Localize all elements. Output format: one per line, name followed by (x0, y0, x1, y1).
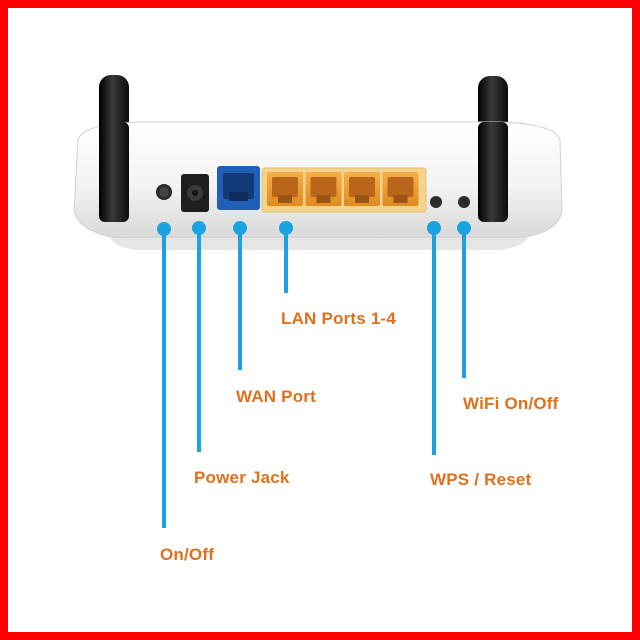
lan-port-4 (382, 172, 419, 206)
callout-lan-ports (279, 221, 293, 293)
callout-on-off (157, 222, 171, 528)
callout-wps-reset (427, 221, 441, 455)
on-off-button (156, 184, 172, 200)
lan-port-1 (267, 172, 303, 206)
label-lan-ports: LAN Ports 1-4 (281, 309, 397, 328)
label-wps-reset: WPS / Reset (430, 470, 532, 489)
wifi-on-off-button (458, 196, 470, 208)
wan-port (217, 166, 260, 210)
label-on-off: On/Off (160, 545, 215, 564)
power-jack (181, 174, 209, 212)
callout-wifi-on-off (457, 221, 471, 378)
label-power-jack: Power Jack (194, 468, 290, 487)
lan-ports (267, 172, 419, 206)
label-wifi-on-off: WiFi On/Off (463, 394, 559, 413)
wps-reset-button (430, 196, 442, 208)
callout-wan-port (233, 221, 247, 370)
callout-power-jack (192, 221, 206, 452)
label-wan-port: WAN Port (236, 387, 316, 406)
lan-port-2 (305, 172, 342, 206)
lan-port-3 (344, 172, 380, 206)
